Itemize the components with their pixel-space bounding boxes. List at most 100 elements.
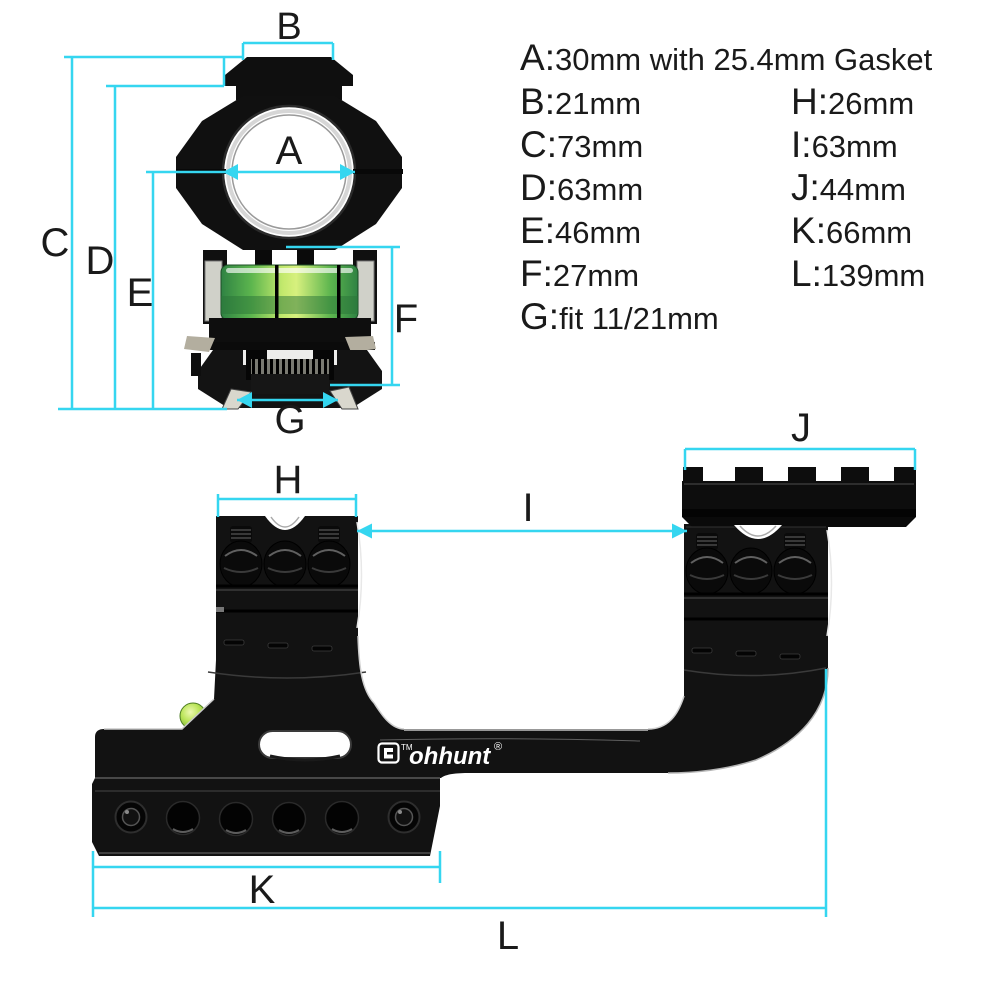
spec-colon: : [546, 124, 558, 165]
bolt-highlight [734, 556, 768, 564]
spec-letter: K [791, 210, 816, 251]
set-screws [230, 526, 340, 543]
spec-value: 63mm [811, 129, 898, 164]
spec-line-e: E:46mm [520, 212, 641, 249]
vial-mark-left [275, 265, 279, 320]
screw-glint [125, 810, 129, 814]
bolt-band [777, 574, 813, 580]
right-ring-tower [683, 525, 833, 677]
dim-label-e: E [127, 271, 154, 315]
spec-letter: F [520, 253, 543, 294]
spec-value: 21mm [554, 86, 642, 121]
spec-colon: : [809, 167, 820, 208]
rail-lower-band [682, 509, 916, 517]
dim-label-d: D [86, 239, 115, 283]
set-screws [696, 533, 806, 550]
screw-glint [398, 810, 402, 814]
spec-value: 44mm [819, 172, 906, 207]
dim-label-l: L [497, 914, 519, 958]
spec-value: 27mm [552, 258, 640, 293]
front-dimension-arrows [223, 164, 355, 408]
registered-mark: ® [494, 741, 502, 753]
bolt-highlight [312, 549, 346, 557]
spec-colon: : [548, 296, 560, 337]
tower-slot [311, 645, 333, 652]
oval-slot [258, 730, 352, 759]
level-housing-bottom [209, 318, 371, 344]
dim-label-g: G [274, 398, 305, 442]
dim-label-b: B [276, 6, 301, 48]
bolt-highlight [268, 549, 302, 557]
level-gap [227, 250, 353, 267]
spec-colon: : [544, 210, 555, 251]
arrowhead [340, 164, 355, 180]
spec-value: fit 11/21mm [559, 301, 719, 336]
dim-label-c: C [41, 221, 70, 265]
side-dimension-lines [91, 447, 917, 917]
rail-tooth [735, 467, 763, 483]
notch-shine [270, 516, 300, 528]
brand-logo: TM ohhunt ® [377, 741, 502, 770]
rail-hole [218, 801, 254, 837]
spec-line-g: G:fit 11/21mm [520, 298, 719, 335]
hex-screw [114, 800, 148, 834]
tower-collar-line [207, 671, 367, 679]
hex-screw-head [121, 807, 141, 827]
level-housing-lip [205, 342, 375, 350]
side-dimension-arrows [357, 523, 687, 539]
spec-line-a: A:30mm with 25.4mm Gasket [520, 39, 932, 76]
brand-name: ohhunt [409, 743, 491, 770]
dim-label-i: I [522, 486, 533, 530]
spec-colon: : [544, 37, 555, 78]
tower-slot [691, 647, 713, 654]
spec-letter: A [520, 37, 545, 78]
hex-screw-head [394, 807, 414, 827]
ring-bolt [263, 540, 307, 588]
bolt-highlight [224, 549, 258, 557]
spec-line-d: D:63mm [520, 169, 643, 206]
rail-skirt [682, 517, 916, 527]
set-screw-threads [697, 536, 717, 546]
spec-letter: J [791, 167, 810, 208]
beam-sweep-highlight [667, 667, 829, 774]
beam-chamfer-line [379, 738, 641, 742]
spec-value: 63mm [557, 172, 644, 207]
clamp-knurled-nut [251, 359, 329, 376]
bolt-highlight [778, 556, 812, 564]
spec-colon: : [801, 124, 812, 165]
oval-slot-shadow [269, 754, 341, 762]
dim-label-h: H [274, 458, 303, 502]
tower-collar-line [683, 667, 827, 677]
dim-label-f: F [394, 297, 418, 341]
notch-shine [739, 525, 777, 537]
ring-bolt [685, 547, 729, 595]
set-screw-threads [785, 536, 805, 546]
arrowhead [357, 523, 372, 539]
spec-colon: : [811, 253, 822, 294]
ring-split-right [353, 169, 403, 174]
bolt-highlight [690, 556, 724, 564]
level-tab-left [255, 250, 272, 269]
offset-top-rail [682, 467, 916, 527]
spec-line-h: H:26mm [791, 83, 914, 120]
vial-cap-left [204, 260, 223, 322]
level-tab-right [297, 250, 314, 269]
bolt-band [733, 574, 769, 580]
mount-beam: TM ohhunt ® [104, 635, 829, 774]
rail-tooth [788, 467, 816, 483]
ring-bolt [219, 540, 263, 588]
hex-screw [387, 800, 421, 834]
ring-bolts [685, 547, 817, 595]
bolt-band [267, 567, 303, 573]
dim-label-k: K [249, 868, 276, 912]
beam-fillet-highlight [647, 695, 685, 730]
bolt-band [223, 567, 259, 573]
clamp-side-screw [191, 353, 201, 376]
set-screw-threads [319, 529, 339, 539]
tower-slot [267, 642, 289, 649]
tower-slot [735, 650, 757, 657]
rail-hole [271, 801, 307, 837]
dim-label-j: J [791, 406, 811, 450]
rail-tooth [683, 467, 703, 483]
tower-slot [223, 639, 245, 646]
